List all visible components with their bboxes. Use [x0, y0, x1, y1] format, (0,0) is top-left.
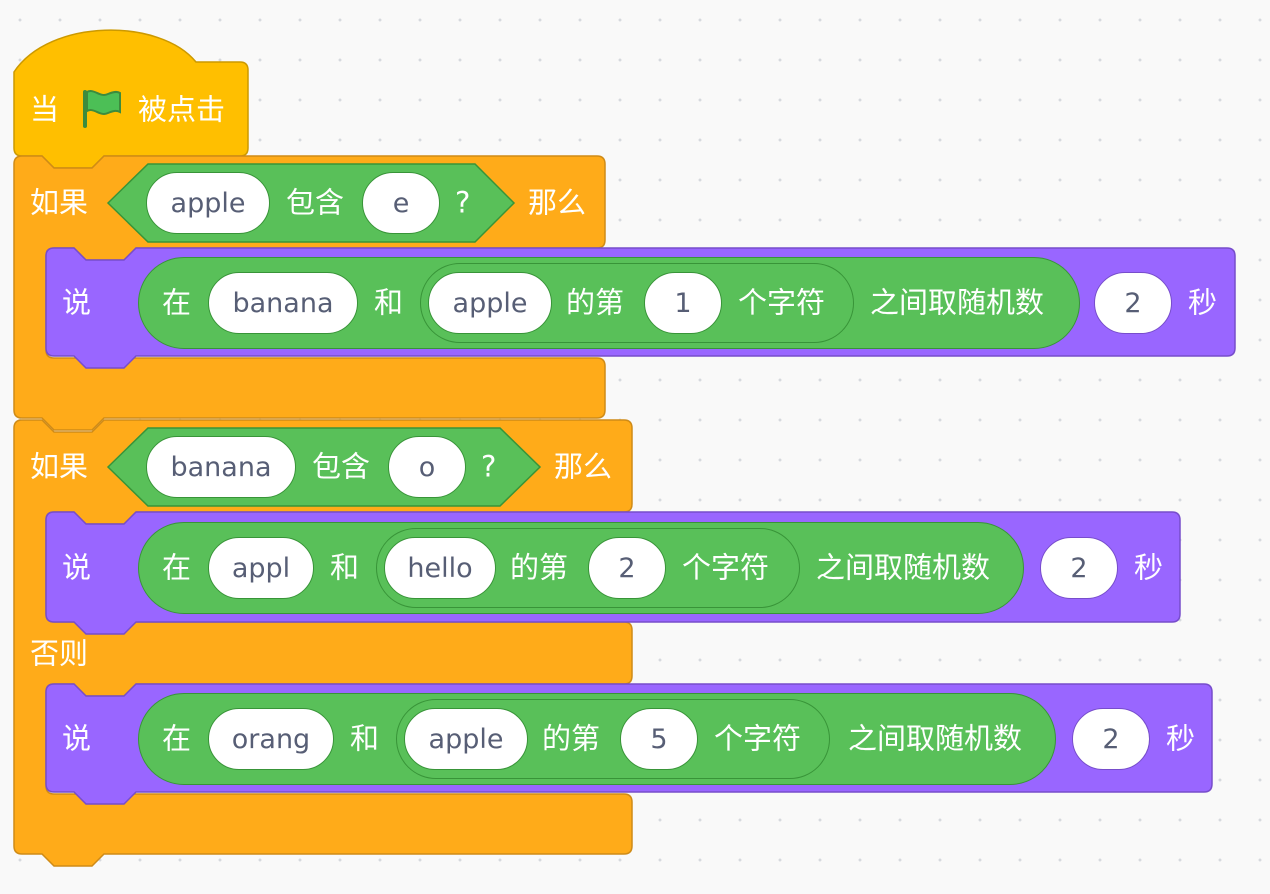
if-label: 如果 — [30, 449, 89, 484]
question-mark: ? — [481, 449, 497, 484]
when-label: 当 — [30, 92, 60, 127]
contains-text-input[interactable]: apple — [146, 172, 270, 234]
pick-random-at-label: 在 — [162, 721, 192, 756]
letter-index-input[interactable]: 1 — [644, 272, 722, 334]
clicked-label: 被点击 — [138, 92, 226, 127]
between-label: 之间取随机数 — [816, 550, 991, 585]
seconds-input[interactable]: 2 — [1072, 708, 1150, 770]
then-label: 那么 — [528, 185, 587, 220]
nth-label: 的第 — [566, 285, 625, 320]
char-label: 个字符 — [682, 550, 770, 585]
and-label: 和 — [350, 721, 380, 756]
seconds-input[interactable]: 2 — [1040, 537, 1118, 599]
letter-index-input[interactable]: 2 — [588, 537, 666, 599]
if-label: 如果 — [30, 185, 89, 220]
contains-text-input[interactable]: banana — [146, 436, 296, 498]
contains-char-input[interactable]: e — [362, 172, 440, 234]
say-label: 说 — [62, 721, 92, 756]
green-flag-icon — [83, 90, 121, 128]
seconds-input[interactable]: 2 — [1094, 272, 1172, 334]
seconds-label: 秒 — [1134, 550, 1164, 585]
then-label: 那么 — [554, 449, 613, 484]
else-label: 否则 — [30, 636, 89, 671]
nth-label: 的第 — [542, 721, 601, 756]
pick-random-at-label: 在 — [162, 550, 192, 585]
between-label: 之间取随机数 — [848, 721, 1023, 756]
char-label: 个字符 — [714, 721, 802, 756]
say-label: 说 — [62, 285, 92, 320]
contains-label: 包含 — [312, 449, 371, 484]
random-from-input[interactable]: orang — [208, 708, 334, 770]
pick-random-at-label: 在 — [162, 285, 192, 320]
random-from-input[interactable]: appl — [208, 537, 314, 599]
letter-source-input[interactable]: hello — [384, 537, 496, 599]
question-mark: ? — [455, 185, 471, 220]
and-label: 和 — [330, 550, 360, 585]
contains-label: 包含 — [286, 185, 345, 220]
nth-label: 的第 — [510, 550, 569, 585]
and-label: 和 — [374, 285, 404, 320]
letter-source-input[interactable]: apple — [428, 272, 552, 334]
letter-source-input[interactable]: apple — [404, 708, 528, 770]
between-label: 之间取随机数 — [870, 285, 1045, 320]
seconds-label: 秒 — [1166, 721, 1196, 756]
say-label: 说 — [62, 550, 92, 585]
seconds-label: 秒 — [1188, 285, 1218, 320]
letter-index-input[interactable]: 5 — [620, 708, 698, 770]
char-label: 个字符 — [738, 285, 826, 320]
contains-char-input[interactable]: o — [388, 436, 466, 498]
random-from-input[interactable]: banana — [208, 272, 358, 334]
